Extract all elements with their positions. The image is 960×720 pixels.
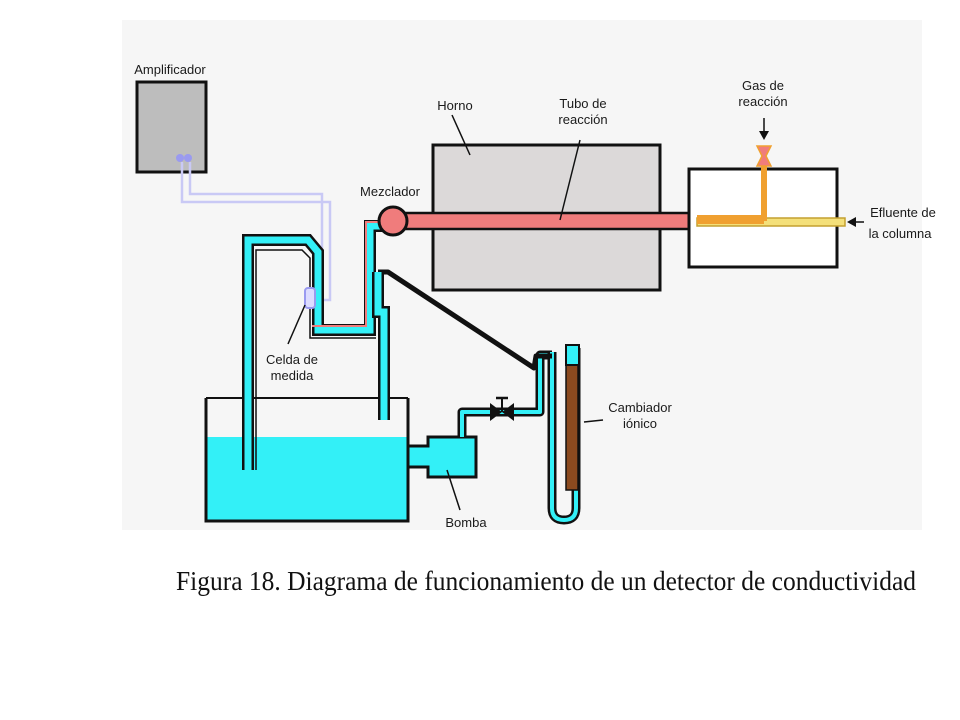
- cambiador-label-line1: Cambiador: [608, 400, 672, 415]
- bomba-label: Bomba: [445, 515, 487, 530]
- cell-electrode: [304, 287, 316, 309]
- cell-sample-line: [312, 221, 386, 327]
- exchanger-resin: [565, 364, 579, 491]
- mezclador-label: Mezclador: [360, 184, 421, 199]
- bomba-leader: [446, 469, 461, 511]
- gas-label-line1: Gas de: [742, 78, 784, 93]
- cambiador-label-line2: iónico: [623, 416, 657, 431]
- tank-water: [206, 437, 408, 521]
- exchanger-return-line: [378, 269, 552, 371]
- amplifier-terminal-left: [176, 154, 184, 162]
- celda-leader: [287, 304, 306, 345]
- amplifier-terminal-right: [184, 154, 192, 162]
- amplifier-label: Amplificador: [134, 62, 206, 77]
- pump-body: [406, 435, 478, 479]
- tubo-label-line1: Tubo de: [559, 96, 606, 111]
- gas-line: [697, 165, 767, 221]
- horno-leader: [451, 114, 471, 156]
- exchanger-top: [565, 344, 580, 366]
- horno-label: Horno: [437, 98, 472, 113]
- figure-caption: Figura 18. Diagrama de funcionamiento de…: [176, 566, 916, 596]
- celda-label-line2: medida: [271, 368, 314, 383]
- cell-inlet-tubes: [242, 234, 376, 470]
- amplifier: Amplificador: [134, 62, 208, 174]
- measurement-cell: Celda de medida: [266, 287, 318, 383]
- tubo-label-line2: reacción: [558, 112, 607, 127]
- gas-label-line2: reacción: [738, 94, 787, 109]
- celda-label-line1: Celda de: [266, 352, 318, 367]
- efluente-label-line1: Efluente de: [870, 205, 936, 220]
- efluente-label-line2: la columna: [869, 226, 933, 241]
- gas-connector-icon: [755, 145, 773, 167]
- mixer: Mezclador: [360, 184, 421, 237]
- inlet-box: Gas de reacción Efluente de la columna: [687, 78, 936, 269]
- ion-exchanger: Cambiador iónico: [547, 344, 672, 525]
- cambiador-leader: [583, 419, 604, 423]
- mixer-sphere: [377, 205, 409, 237]
- pump: Bomba: [406, 435, 487, 530]
- reaction-tube: [390, 211, 699, 231]
- tubo-leader: [559, 139, 581, 221]
- cell-outlet-tubes: [330, 220, 390, 420]
- signal-wire-outer: [180, 162, 332, 302]
- valve-icon: [490, 396, 514, 421]
- amplifier-box: [135, 80, 208, 174]
